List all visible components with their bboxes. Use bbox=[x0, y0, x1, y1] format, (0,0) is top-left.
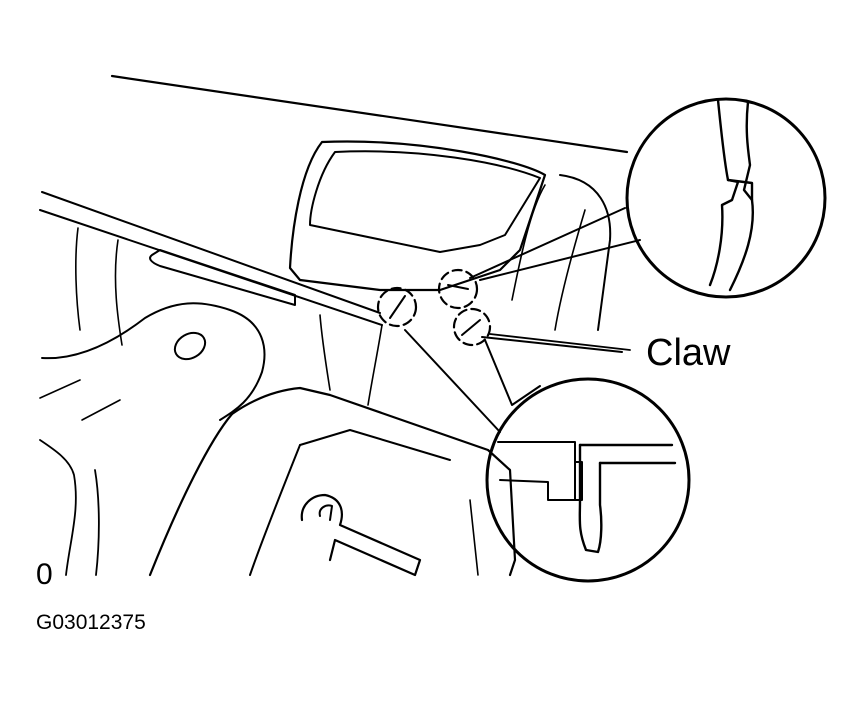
console-left-lower bbox=[39, 379, 81, 399]
claw-dashed-circle-3 bbox=[452, 307, 492, 347]
claw-stroke-3 bbox=[461, 319, 481, 336]
shift-gate-inner bbox=[318, 504, 333, 521]
panel-upper-edge bbox=[41, 191, 381, 314]
claw-label: Claw bbox=[646, 332, 731, 374]
center-vertical-2 bbox=[367, 324, 383, 406]
callout-wedge-lower bbox=[404, 329, 541, 433]
shifter-panel-inner bbox=[249, 444, 301, 576]
upper-detail-claw bbox=[726, 178, 754, 202]
claw-dashed-circle-1 bbox=[376, 286, 418, 328]
trim-edge bbox=[481, 336, 623, 353]
glove-box-handle-recess bbox=[309, 150, 541, 253]
dashboard-top-edge bbox=[110, 74, 629, 154]
callout-wedge-upper bbox=[469, 207, 641, 281]
claw-dashed-circle-2 bbox=[437, 268, 479, 310]
detail-circle-upper bbox=[625, 97, 827, 299]
lower-detail-stepped-edge bbox=[497, 441, 583, 501]
left-lower-wall-2 bbox=[94, 469, 100, 576]
lower-detail-hook bbox=[578, 443, 603, 554]
console-left-curve bbox=[41, 302, 266, 421]
console-left-lower-2 bbox=[81, 399, 121, 421]
claw-stroke-2 bbox=[447, 284, 469, 290]
oval-hole bbox=[173, 331, 207, 361]
left-vertical-1 bbox=[75, 227, 81, 331]
detail-circle-lower bbox=[485, 377, 691, 583]
glove-box-curve bbox=[554, 209, 586, 331]
glove-box-right-side bbox=[559, 174, 612, 331]
glove-box-door bbox=[288, 140, 547, 292]
corner-mark-label: 0 bbox=[36, 558, 53, 591]
figure-code-label: G03012375 bbox=[36, 611, 146, 634]
shifter-panel-outer bbox=[230, 386, 517, 577]
claw-leader-line bbox=[489, 333, 631, 351]
shifter-panel-left bbox=[148, 412, 234, 577]
shifter-panel-inner-right bbox=[469, 499, 479, 576]
upper-detail-inner-line bbox=[708, 98, 740, 287]
center-vertical-1 bbox=[319, 314, 331, 391]
shift-gate bbox=[300, 493, 422, 577]
glove-box-right-contour bbox=[511, 184, 546, 301]
left-lower-wall bbox=[39, 439, 77, 576]
left-vertical-2 bbox=[114, 239, 123, 346]
claw-stroke-1 bbox=[389, 295, 406, 319]
shifter-panel-inner-top bbox=[299, 429, 451, 461]
left-slot bbox=[149, 249, 296, 306]
